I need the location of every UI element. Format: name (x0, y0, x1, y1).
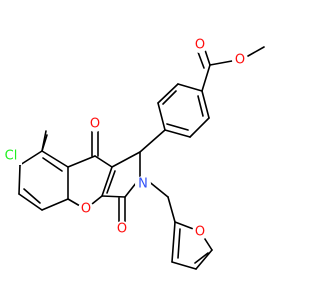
bond (101, 166, 113, 197)
atom-label: O (117, 222, 127, 237)
bond (41, 198, 69, 211)
atom-label: Cl (5, 149, 18, 164)
bond (247, 46, 265, 57)
bond (101, 195, 126, 198)
molecule-canvas: O O O O O O N Cl (0, 37, 265, 270)
atom-o-furan: O (192, 224, 208, 240)
bond (167, 196, 176, 223)
bond (94, 155, 113, 168)
bond (171, 221, 176, 263)
bond (67, 198, 81, 207)
bond (91, 195, 103, 205)
atom-label: O (81, 202, 91, 217)
atom-o-ester-carbonyl: O (192, 37, 208, 53)
bond (67, 155, 96, 168)
bond (189, 117, 210, 138)
bond (177, 83, 203, 92)
atom-n-lactam: N (135, 176, 151, 192)
bond (174, 221, 197, 231)
atom-labels: O O O O O O N Cl (0, 37, 248, 240)
bond (201, 90, 210, 119)
atom-label: O (235, 53, 245, 68)
bond (42, 157, 63, 172)
bond (197, 51, 205, 69)
bond (209, 60, 233, 66)
bond (18, 193, 43, 211)
bond (19, 150, 43, 166)
bond (171, 261, 197, 270)
bond (111, 151, 141, 168)
bond (194, 252, 209, 264)
bond (164, 129, 191, 138)
bond (157, 102, 166, 131)
bond (204, 49, 211, 66)
atom-o-ester-methoxy: O (232, 52, 248, 68)
atom-label: O (195, 225, 205, 240)
bond (23, 188, 41, 204)
bond (177, 228, 181, 259)
bond (201, 64, 211, 92)
atom-o-lactam: O (114, 221, 130, 237)
bond (162, 90, 177, 105)
atom-label: N (138, 177, 148, 192)
bond (166, 123, 189, 131)
bond (197, 95, 204, 117)
bond (106, 170, 116, 194)
bond (18, 164, 21, 195)
bond (195, 249, 213, 270)
bond (157, 83, 179, 104)
bond (41, 134, 48, 152)
bond (139, 129, 166, 153)
atom-o-pyran: O (78, 201, 94, 217)
atom-cl: Cl (0, 147, 22, 165)
atom-o-ketone: O (87, 116, 103, 132)
bond (41, 150, 69, 168)
atom-label: O (195, 38, 205, 53)
structure-diagram: O O O O O O N Cl (0, 37, 265, 270)
atom-label: O (90, 117, 100, 132)
bonds (11, 46, 265, 270)
